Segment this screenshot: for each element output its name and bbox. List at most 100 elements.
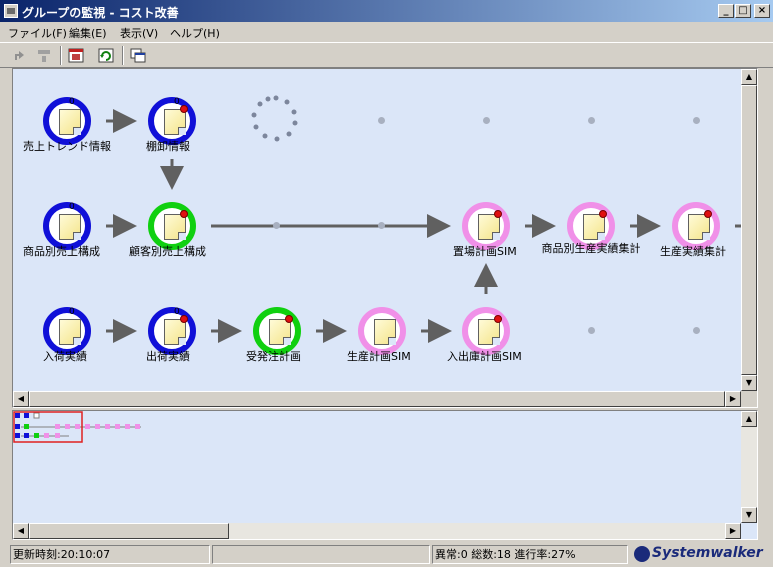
horizontal-scrollbar[interactable]: ◀ ▶ <box>13 391 741 407</box>
node-label: 出荷実績 <box>146 350 190 363</box>
node-badge: 0 <box>174 307 180 317</box>
scroll-corner <box>741 391 757 407</box>
minimize-button[interactable]: _ <box>718 4 734 18</box>
node-label: 置場計画SIM <box>453 245 517 258</box>
document-icon <box>164 109 186 135</box>
title-bar: グループの監視 - コスト改善 _ □ × <box>0 0 773 22</box>
empty-slot-dot <box>378 117 385 124</box>
menu-bar: ファイル(F) 編集(E) 表示(V) ヘルプ(H) <box>0 22 773 42</box>
node-badge: 0 <box>69 202 75 212</box>
menu-file[interactable]: ファイル(F) <box>8 27 67 40</box>
scroll-up-icon[interactable]: ▲ <box>741 69 757 85</box>
job-node[interactable] <box>358 307 406 355</box>
vertical-scrollbar[interactable]: ▲ ▼ <box>741 411 757 523</box>
scroll-down-icon[interactable]: ▼ <box>741 375 757 391</box>
app-icon[interactable] <box>4 4 18 18</box>
job-node[interactable]: 0 <box>43 202 91 250</box>
empty-slot-dot <box>378 222 385 229</box>
window-title: グループの監視 - コスト改善 <box>22 6 179 20</box>
pin-icon <box>180 210 188 218</box>
node-label: 商品別生産実績集計 <box>541 242 641 255</box>
menu-view[interactable]: 表示(V) <box>120 27 159 40</box>
tree-icon[interactable] <box>34 46 54 65</box>
loading-spinner-icon <box>251 95 298 142</box>
brand-logo: Systemwalker <box>652 545 763 561</box>
document-icon <box>478 319 500 345</box>
document-icon <box>374 319 396 345</box>
empty-slot-dot <box>693 117 700 124</box>
status-panel-empty <box>212 545 430 564</box>
document-icon <box>688 214 710 240</box>
vertical-scrollbar[interactable]: ▲ ▼ <box>741 69 757 391</box>
empty-slot-dot <box>273 222 280 229</box>
scroll-left-icon[interactable]: ◀ <box>13 391 29 407</box>
pin-icon <box>180 105 188 113</box>
scroll-up-icon[interactable]: ▲ <box>741 411 757 427</box>
scroll-thumb[interactable] <box>29 523 229 539</box>
empty-slot-dot <box>483 117 490 124</box>
toolbar-separator <box>122 46 124 65</box>
node-badge: 0 <box>69 97 75 107</box>
job-node[interactable] <box>148 202 196 250</box>
document-icon <box>164 214 186 240</box>
pin-icon <box>494 315 502 323</box>
scroll-thumb[interactable] <box>741 85 757 375</box>
document-icon <box>583 214 605 240</box>
overview-minimap[interactable] <box>13 411 153 445</box>
menu-edit[interactable]: 編集(E) <box>69 27 107 40</box>
job-node[interactable] <box>462 202 510 250</box>
pin-icon <box>599 210 607 218</box>
node-label: 売上トレンド情報 <box>23 140 111 153</box>
job-node[interactable]: 0 <box>43 307 91 355</box>
document-icon <box>59 319 81 345</box>
document-icon <box>59 214 81 240</box>
job-node[interactable] <box>253 307 301 355</box>
maximize-button[interactable]: □ <box>735 4 751 18</box>
job-node[interactable] <box>672 202 720 250</box>
node-label: 棚卸情報 <box>146 140 190 153</box>
scroll-right-icon[interactable]: ▶ <box>725 391 741 407</box>
job-node[interactable] <box>462 307 510 355</box>
scroll-down-icon[interactable]: ▼ <box>741 507 757 523</box>
empty-slot-dot <box>588 327 595 334</box>
menu-help[interactable]: ヘルプ(H) <box>170 27 220 40</box>
node-label: 生産実績集計 <box>660 245 726 258</box>
progress-summary: 異常:0 総数:18 進行率:27% <box>432 545 628 564</box>
job-node[interactable]: 0 <box>43 97 91 145</box>
scroll-thumb[interactable] <box>29 391 725 407</box>
window-copy-icon[interactable] <box>128 46 148 65</box>
document-icon <box>269 319 291 345</box>
job-node[interactable]: 0 <box>148 307 196 355</box>
horizontal-scrollbar[interactable]: ◀ ▶ <box>13 523 741 539</box>
update-time: 更新時刻:20:10:07 <box>10 545 210 564</box>
job-node[interactable]: 0 <box>148 97 196 145</box>
pin-icon <box>704 210 712 218</box>
empty-slot-dot <box>588 117 595 124</box>
refresh-icon[interactable] <box>96 46 116 65</box>
pin-icon <box>494 210 502 218</box>
scroll-right-icon[interactable]: ▶ <box>725 523 741 539</box>
node-label: 商品別売上構成 <box>23 245 100 258</box>
systemwalker-logo-icon <box>634 546 650 562</box>
node-label: 生産計画SIM <box>347 350 411 363</box>
node-label: 受発注計画 <box>246 350 301 363</box>
close-button[interactable]: × <box>754 4 770 18</box>
document-icon <box>478 214 500 240</box>
toolbar-separator <box>60 46 62 65</box>
node-badge: 0 <box>69 307 75 317</box>
node-label: 顧客別売上構成 <box>129 245 206 258</box>
overview-map-pane: ▲ ▼ ◀ ▶ <box>12 410 758 540</box>
empty-slot-dot <box>693 327 700 334</box>
document-icon <box>59 109 81 135</box>
flow-arrows <box>106 95 745 343</box>
node-label: 入荷実績 <box>43 350 87 363</box>
back-arrow-icon[interactable] <box>10 46 30 65</box>
pin-icon <box>180 315 188 323</box>
node-label: 入出庫計画SIM <box>447 350 522 363</box>
toolbar <box>0 42 773 68</box>
viewport-indicator <box>13 411 83 443</box>
calendar-icon[interactable] <box>66 46 86 65</box>
scroll-left-icon[interactable]: ◀ <box>13 523 29 539</box>
job-node[interactable] <box>567 202 615 250</box>
node-badge: 0 <box>174 97 180 107</box>
